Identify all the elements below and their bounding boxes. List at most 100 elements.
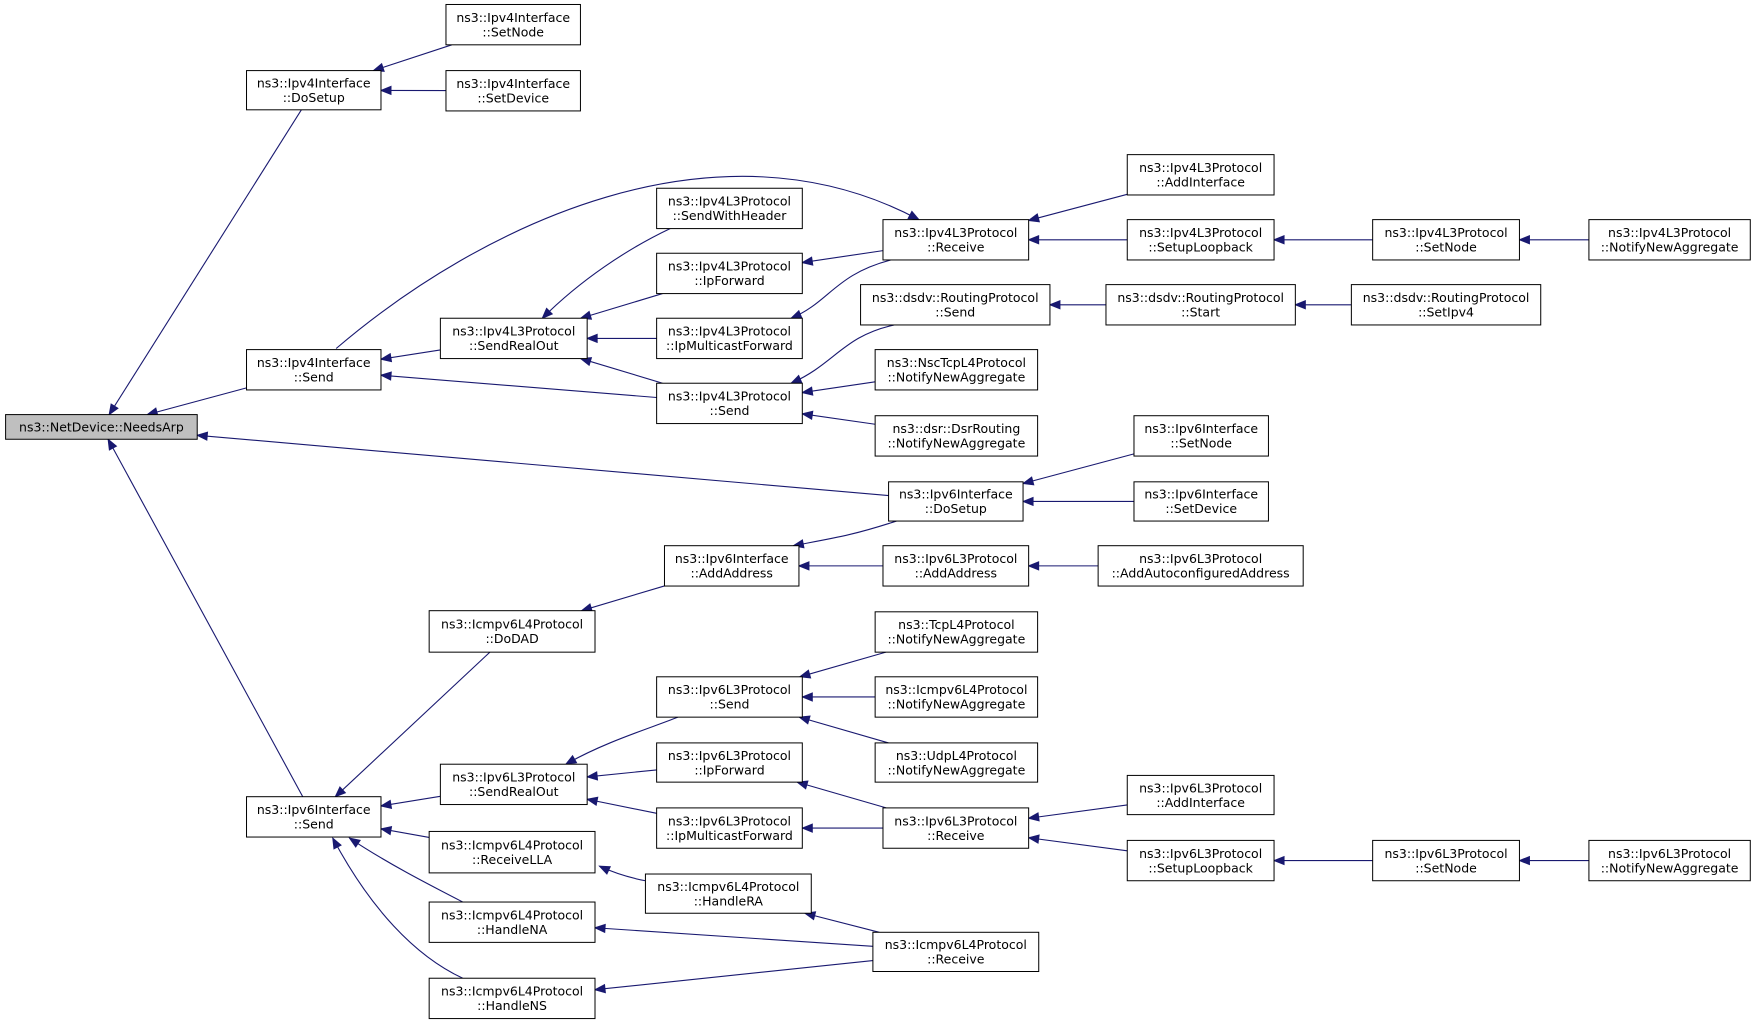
node-icmp6-handlena[interactable]: ns3::Icmpv6L4Protocol::HandleNA	[428, 901, 596, 943]
node-label-line: ns3::Ipv4L3Protocol	[668, 259, 791, 274]
node-icmp6-handlera[interactable]: ns3::Icmpv6L4Protocol::HandleRA	[644, 873, 812, 914]
node-icmp6-notify[interactable]: ns3::Icmpv6L4Protocol::NotifyNewAggregat…	[874, 676, 1039, 718]
node-box	[874, 742, 1039, 783]
node-v4if-dosetup[interactable]: ns3::Ipv4Interface::DoSetup	[246, 70, 382, 111]
node-label-line: ::HandleNS	[477, 998, 547, 1013]
call-edge-v4l3_ipforward-to-v4l3_sendrealout	[579, 293, 663, 320]
node-box	[1588, 219, 1751, 261]
node-icmp6-dodad[interactable]: ns3::Icmpv6L4Protocol::DoDAD	[428, 610, 596, 653]
call-edge-v4if_send-to-v4l3_receive	[335, 175, 921, 349]
arrow-head	[800, 692, 813, 702]
node-box	[428, 977, 596, 1020]
call-edge-dsdv_send-to-v4l3_send	[789, 324, 895, 384]
node-label-line: ns3::Icmpv6L4Protocol	[441, 617, 583, 632]
arrow-head	[379, 352, 393, 363]
call-edge-v6l3_ipmcforward-to-v6l3_sendrealout	[585, 796, 657, 814]
node-v4if-setdevice[interactable]: ns3::Ipv4Interface::SetDevice	[445, 70, 581, 112]
edge-line	[793, 520, 897, 547]
node-label-line: ::NotifyNewAggregate	[1601, 860, 1739, 875]
node-nsctcp-notify[interactable]: ns3::NscTcpL4Protocol::NotifyNewAggregat…	[874, 349, 1039, 391]
arrow-head	[585, 771, 599, 781]
node-v6if-send[interactable]: ns3::Ipv6Interface::Send	[246, 796, 382, 838]
node-label-line: ns3::Ipv6L3Protocol	[668, 748, 791, 763]
call-edge-v4l3_ipmcforward-to-v4l3_sendrealout	[585, 333, 657, 344]
node-v4if-send[interactable]: ns3::Ipv4Interface::Send	[246, 349, 382, 391]
node-v6l3-setuploopback[interactable]: ns3::Ipv6L3Protocol::SetupLoopback	[1126, 839, 1275, 882]
node-label-line: ::NotifyNewAggregate	[887, 632, 1025, 647]
edge-line	[580, 358, 663, 384]
arrow-head	[1272, 235, 1285, 245]
edge-line	[802, 413, 876, 425]
node-dsdv-start[interactable]: ns3::dsdv::RoutingProtocol::Start	[1105, 284, 1296, 326]
node-v6if-dosetup[interactable]: ns3::Ipv6Interface::DoSetup	[888, 481, 1024, 522]
node-v6l3-ipmcforward[interactable]: ns3::Ipv6L3Protocol::IpMulticastForward	[656, 807, 803, 849]
node-v6if-addaddress[interactable]: ns3::Ipv6Interface::AddAddress	[663, 545, 800, 587]
node-v4l3-ipmcforward[interactable]: ns3::Ipv4L3Protocol::IpMulticastForward	[656, 317, 803, 360]
edge-line	[1028, 837, 1128, 852]
node-v4l3-send[interactable]: ns3::Ipv4L3Protocol::Send	[656, 382, 803, 425]
node-box	[656, 317, 803, 360]
call-edge-v6l3_send-to-v6l3_sendrealout	[564, 716, 679, 765]
node-label-line: ::IpMulticastForward	[666, 338, 793, 353]
node-v4l3-setuploopback[interactable]: ns3::Ipv4L3Protocol::SetupLoopback	[1126, 219, 1275, 261]
node-dsr-notify[interactable]: ns3::dsr::DsrRouting::NotifyNewAggregate	[874, 415, 1039, 457]
node-v6l3-addaddress[interactable]: ns3::Ipv6L3Protocol::AddAddress	[882, 545, 1030, 587]
node-label-line: ns3::Ipv6Interface	[1144, 487, 1258, 502]
node-v6l3-setnode[interactable]: ns3::Ipv6L3Protocol::SetNode	[1372, 839, 1520, 882]
edge-line	[1022, 453, 1135, 485]
node-box	[1372, 839, 1520, 882]
node-v4l3-notifynewagg[interactable]: ns3::Ipv4L3Protocol::NotifyNewAggregate	[1588, 219, 1751, 261]
node-v6l3-ipforward[interactable]: ns3::Ipv6L3Protocol::IpForward	[656, 742, 803, 783]
node-label-line: ns3::Icmpv6L4Protocol	[885, 937, 1027, 952]
node-v4l3-setnode[interactable]: ns3::Ipv4L3Protocol::SetNode	[1372, 219, 1520, 261]
node-v4l3-receive[interactable]: ns3::Ipv4L3Protocol::Receive	[882, 219, 1030, 261]
arrow-head	[593, 983, 606, 994]
node-label-line: ns3::Ipv4Interface	[257, 75, 371, 90]
node-v4l3-sendrealout[interactable]: ns3::Ipv4L3Protocol::SendRealOut	[439, 317, 588, 360]
node-v4if-setnode[interactable]: ns3::Ipv4Interface::SetNode	[445, 3, 581, 46]
node-tcp-notify[interactable]: ns3::TcpL4Protocol::NotifyNewAggregate	[874, 611, 1039, 653]
call-edge-v6if_send-to-root	[107, 438, 304, 797]
node-v6l3-notifynewagg[interactable]: ns3::Ipv6L3Protocol::NotifyNewAggregate	[1588, 839, 1751, 882]
call-edge-v6l3_notifynewagg-to-v6l3_setnode	[1518, 855, 1589, 866]
node-v6l3-send[interactable]: ns3::Ipv6L3Protocol::Send	[656, 676, 803, 718]
call-edge-v6if_addaddress-to-icmp6_dodad	[580, 585, 665, 613]
node-v4l3-addinterface[interactable]: ns3::Ipv4L3Protocol::AddInterface	[1126, 154, 1275, 196]
arrow-head	[1293, 300, 1306, 310]
node-icmp6-handlens[interactable]: ns3::Icmpv6L4Protocol::HandleNS	[428, 977, 596, 1020]
node-v4l3-sendwithheader[interactable]: ns3::Ipv4L3Protocol::SendWithHeader	[656, 187, 803, 230]
node-label-line: ns3::Ipv4L3Protocol	[1385, 225, 1508, 240]
node-v6l3-sendrealout[interactable]: ns3::Ipv6L3Protocol::SendRealOut	[439, 763, 588, 806]
node-label-line: ns3::UdpL4Protocol	[896, 748, 1017, 763]
node-v6l3-addinterface[interactable]: ns3::Ipv6L3Protocol::AddInterface	[1126, 774, 1275, 816]
node-root[interactable]: ns3::NetDevice::NeedsArp	[5, 414, 198, 440]
call-edge-tcp_notify-to-v6l3_send	[798, 651, 887, 679]
node-dsdv-setipv4[interactable]: ns3::dsdv::RoutingProtocol::SetIpv4	[1350, 284, 1542, 326]
arrow-head	[1021, 476, 1035, 486]
node-label-line: ::AddAddress	[691, 566, 773, 581]
node-label-line: ns3::Ipv6L3Protocol	[1608, 846, 1731, 861]
node-label-line: ::AddAddress	[915, 566, 997, 581]
node-label-line: ::Start	[1181, 305, 1220, 320]
call-edge-v6l3_setnode-to-v6l3_setuploopback	[1272, 855, 1373, 866]
arrow-head	[1027, 235, 1040, 245]
node-label-line: ::SetNode	[1415, 860, 1477, 875]
node-label-line: ns3::Ipv4L3Protocol	[668, 194, 791, 209]
node-v6if-setdevice[interactable]: ns3::Ipv6Interface::SetDevice	[1133, 481, 1269, 522]
node-icmp6-receivella[interactable]: ns3::Icmpv6L4Protocol::ReceiveLLA	[428, 830, 596, 874]
edge-line	[594, 960, 873, 991]
node-icmp6-receive[interactable]: ns3::Icmpv6L4Protocol::Receive	[872, 931, 1040, 973]
node-v4l3-ipforward[interactable]: ns3::Ipv4L3Protocol::IpForward	[656, 252, 803, 295]
node-v6l3-receive[interactable]: ns3::Ipv6L3Protocol::Receive	[882, 807, 1030, 849]
node-v6if-setnode[interactable]: ns3::Ipv6Interface::SetNode	[1133, 415, 1269, 457]
edge-line	[1028, 193, 1128, 221]
node-dsdv-send[interactable]: ns3::dsdv::RoutingProtocol::Send	[860, 284, 1051, 326]
edge-line	[797, 781, 887, 809]
call-edge-icmp6_handlena-to-v6if_send	[348, 837, 464, 903]
node-box	[5, 414, 198, 440]
node-label-line: ns3::dsdv::RoutingProtocol	[1117, 290, 1284, 305]
node-label-line: ::SetNode	[482, 24, 544, 39]
node-v6l3-addautoconf[interactable]: ns3::Ipv6L3Protocol::AddAutoconfiguredAd…	[1097, 545, 1304, 587]
node-udp-notify[interactable]: ns3::UdpL4Protocol::NotifyNewAggregate	[874, 742, 1039, 783]
